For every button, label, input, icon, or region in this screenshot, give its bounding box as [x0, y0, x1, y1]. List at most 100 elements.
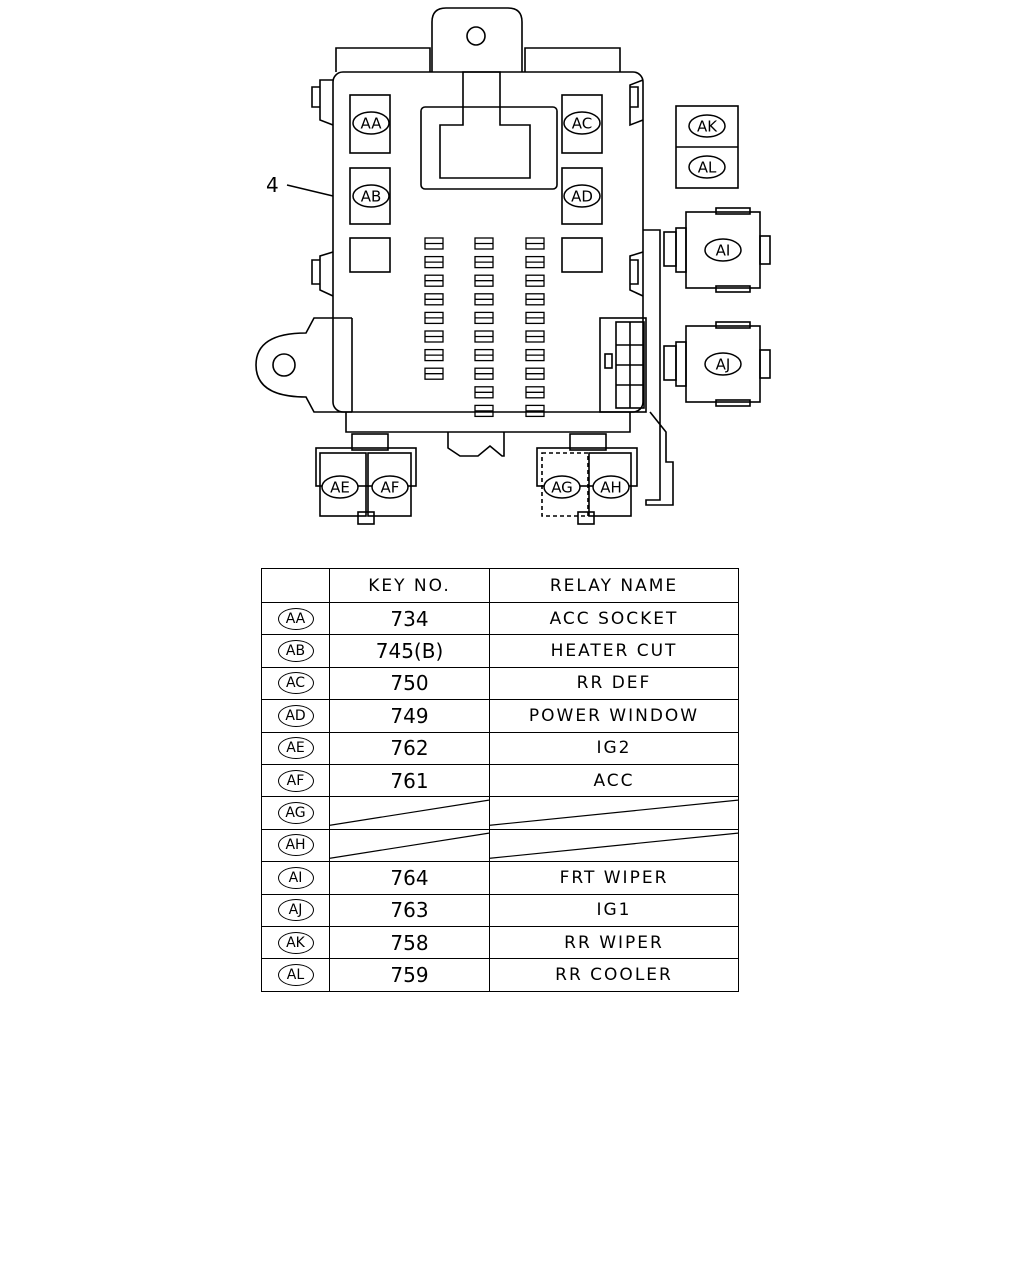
blank-slash	[330, 797, 489, 828]
table-header-row: KEY NO. RELAY NAME	[261, 568, 739, 603]
callout-af: AF	[371, 475, 409, 499]
row-relay-name	[489, 828, 739, 863]
row-relay-name: ACC	[489, 763, 739, 798]
row-relay-name	[489, 796, 739, 830]
callout-ag: AG	[543, 475, 581, 499]
row-key-no: 758	[329, 925, 490, 960]
blank-slash	[330, 830, 489, 861]
key-callout: AL	[277, 963, 314, 986]
key-callout: AF	[277, 769, 314, 792]
blank-slash	[490, 797, 738, 828]
row-key-no: 734	[329, 601, 490, 636]
row-key-no: 750	[329, 666, 490, 701]
top-mount-tab	[431, 7, 523, 72]
header-key-no: KEY NO.	[329, 568, 490, 603]
callout-ab: AB	[352, 184, 390, 208]
row-relay-name: FRT WIPER	[489, 861, 739, 895]
svg-text:AG: AG	[551, 479, 573, 497]
header-key	[261, 568, 330, 603]
row-key-no: 764	[329, 861, 490, 895]
key-callout: AG	[277, 802, 314, 825]
row-key-no: 761	[329, 763, 490, 798]
row-relay-name: IG2	[489, 731, 739, 765]
row-key-no: 745(B)	[329, 634, 490, 668]
callout-ah: AH	[592, 475, 630, 499]
side-mount-hole	[272, 353, 296, 377]
svg-text:AL: AL	[698, 159, 717, 177]
svg-text:AD: AD	[571, 188, 593, 206]
svg-text:AH: AH	[600, 479, 622, 497]
row-key-cell: AF	[261, 763, 330, 798]
row-relay-name: POWER WINDOW	[489, 699, 739, 733]
row-key-cell: AI	[261, 861, 330, 895]
row-relay-name: IG1	[489, 893, 739, 927]
key-callout: AK	[277, 931, 314, 954]
callout-ac: AC	[563, 111, 601, 135]
row-key-cell: AA	[261, 601, 330, 636]
svg-text:AA: AA	[361, 115, 383, 133]
svg-text:AK: AK	[697, 118, 718, 136]
row-relay-name: RR DEF	[489, 666, 739, 701]
table-row: AB 745(B)HEATER CUT	[261, 634, 739, 668]
key-callout: AA	[277, 607, 314, 630]
blank-slash	[490, 830, 738, 861]
callout-al: AL	[688, 155, 726, 179]
row-key-no: 762	[329, 731, 490, 765]
svg-text:AE: AE	[330, 479, 350, 497]
part-number-label: 4	[266, 173, 279, 197]
key-callout: AH	[277, 834, 314, 857]
row-key-cell: AC	[261, 666, 330, 701]
row-key-cell: AB	[261, 634, 330, 668]
row-key-cell: AJ	[261, 893, 330, 927]
callout-ak: AK	[688, 114, 726, 138]
table-row: AG	[261, 796, 739, 830]
row-key-no: 749	[329, 699, 490, 733]
row-relay-name: HEATER CUT	[489, 634, 739, 668]
row-key-no	[329, 828, 490, 863]
side-mount-tab	[255, 317, 352, 413]
key-callout: AJ	[277, 899, 314, 922]
fuse-array	[424, 237, 545, 418]
row-key-no	[329, 796, 490, 830]
callout-aj: AJ	[704, 352, 742, 376]
row-key-cell: AE	[261, 731, 330, 765]
row-key-no: 763	[329, 893, 490, 927]
row-key-no: 759	[329, 958, 490, 992]
callout-ad: AD	[563, 184, 601, 208]
key-callout: AC	[277, 672, 314, 695]
key-callout: AB	[277, 640, 314, 663]
row-relay-name: RR COOLER	[489, 958, 739, 992]
row-key-cell: AH	[261, 828, 330, 863]
key-callout: AD	[277, 704, 314, 727]
center-connector	[420, 106, 558, 190]
row-relay-name: RR WIPER	[489, 925, 739, 960]
callout-labels: AA AB AC AD AE AF AG AH AI AJ AK AL	[321, 111, 742, 499]
row-key-cell: AG	[261, 796, 330, 830]
callout-aa: AA	[352, 111, 390, 135]
svg-text:AJ: AJ	[716, 356, 731, 374]
svg-text:AC: AC	[572, 115, 592, 133]
header-relay-name: RELAY NAME	[489, 568, 739, 603]
svg-text:AF: AF	[381, 479, 400, 497]
row-relay-name: ACC SOCKET	[489, 601, 739, 636]
callout-ae: AE	[321, 475, 359, 499]
row-key-cell: AL	[261, 958, 330, 992]
key-callout: AE	[277, 737, 314, 760]
svg-text:AB: AB	[361, 188, 382, 206]
fuse-box-diagram: AA AB AC AD AE AF AG AH AI AJ AK AL 4	[255, 7, 771, 525]
row-key-cell: AD	[261, 699, 330, 733]
callout-ai: AI	[704, 238, 742, 262]
svg-text:AI: AI	[716, 242, 731, 260]
row-key-cell: AK	[261, 925, 330, 960]
key-callout: AI	[277, 866, 314, 889]
top-mount-hole	[466, 26, 486, 46]
